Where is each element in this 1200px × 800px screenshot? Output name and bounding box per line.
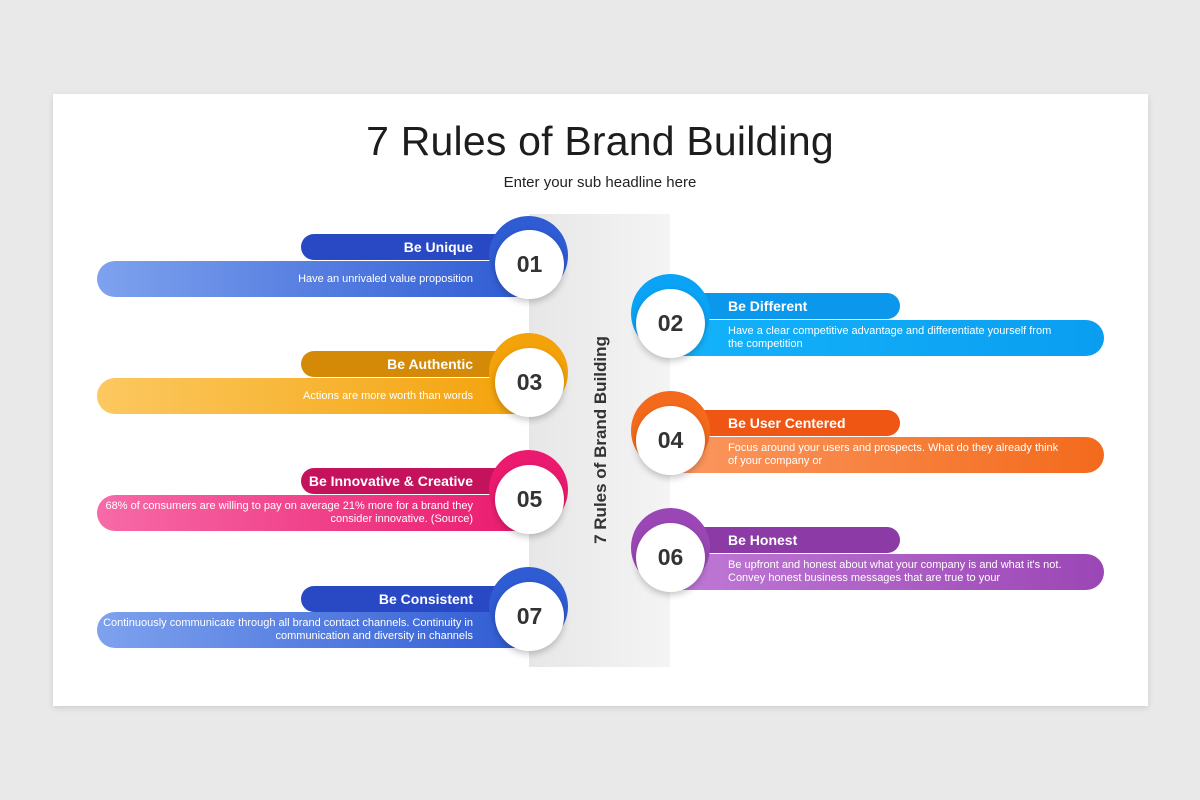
step-01-number: 01 [495,230,564,299]
step-06-description: Be upfront and honest about what your co… [728,559,1062,584]
center-label-text: 7 Rules of Brand Building [591,336,610,544]
step-03-number: 03 [495,348,564,417]
step-02-title: Be Different [728,298,808,314]
step-07-description: Continuously communicate through all bra… [103,617,473,642]
step-03-title: Be Authentic [387,356,473,372]
step-06-number: 06 [636,523,705,592]
step-06-bar: Be upfront and honest about what your co… [670,554,1104,590]
step-05-description: 68% of consumers are willing to pay on a… [105,500,473,525]
step-07-number: 07 [495,582,564,651]
page-title: 7 Rules of Brand Building [366,118,834,164]
step-04-title: Be User Centered [728,415,846,431]
step-05-title: Be Innovative & Creative [308,473,473,489]
step-01-title: Be Unique [403,239,473,255]
step-01-bar: Have an unrivaled value proposition [97,261,529,297]
step-07-bar: Continuously communicate through all bra… [97,612,529,648]
step-02-description: Have a clear competitive advantage and d… [728,325,1052,350]
page-subtitle: Enter your sub headline here [503,174,697,191]
step-02-bar: Have a clear competitive advantage and d… [670,320,1104,356]
step-03-description: Actions are more worth than words [303,389,473,402]
step-02-number: 02 [636,289,705,358]
step-04-number: 04 [636,406,705,475]
step-01-description: Have an unrivaled value proposition [298,272,473,285]
step-05-number: 05 [495,465,564,534]
step-07-title: Be Consistent [378,591,473,607]
step-03-bar: Actions are more worth than words [97,378,529,414]
step-04-bar: Focus around your users and prospects. W… [670,437,1104,473]
step-05-bar: 68% of consumers are willing to pay on a… [97,495,529,531]
step-04-description: Focus around your users and prospects. W… [728,442,1059,467]
step-06-title: Be Honest [728,532,798,548]
